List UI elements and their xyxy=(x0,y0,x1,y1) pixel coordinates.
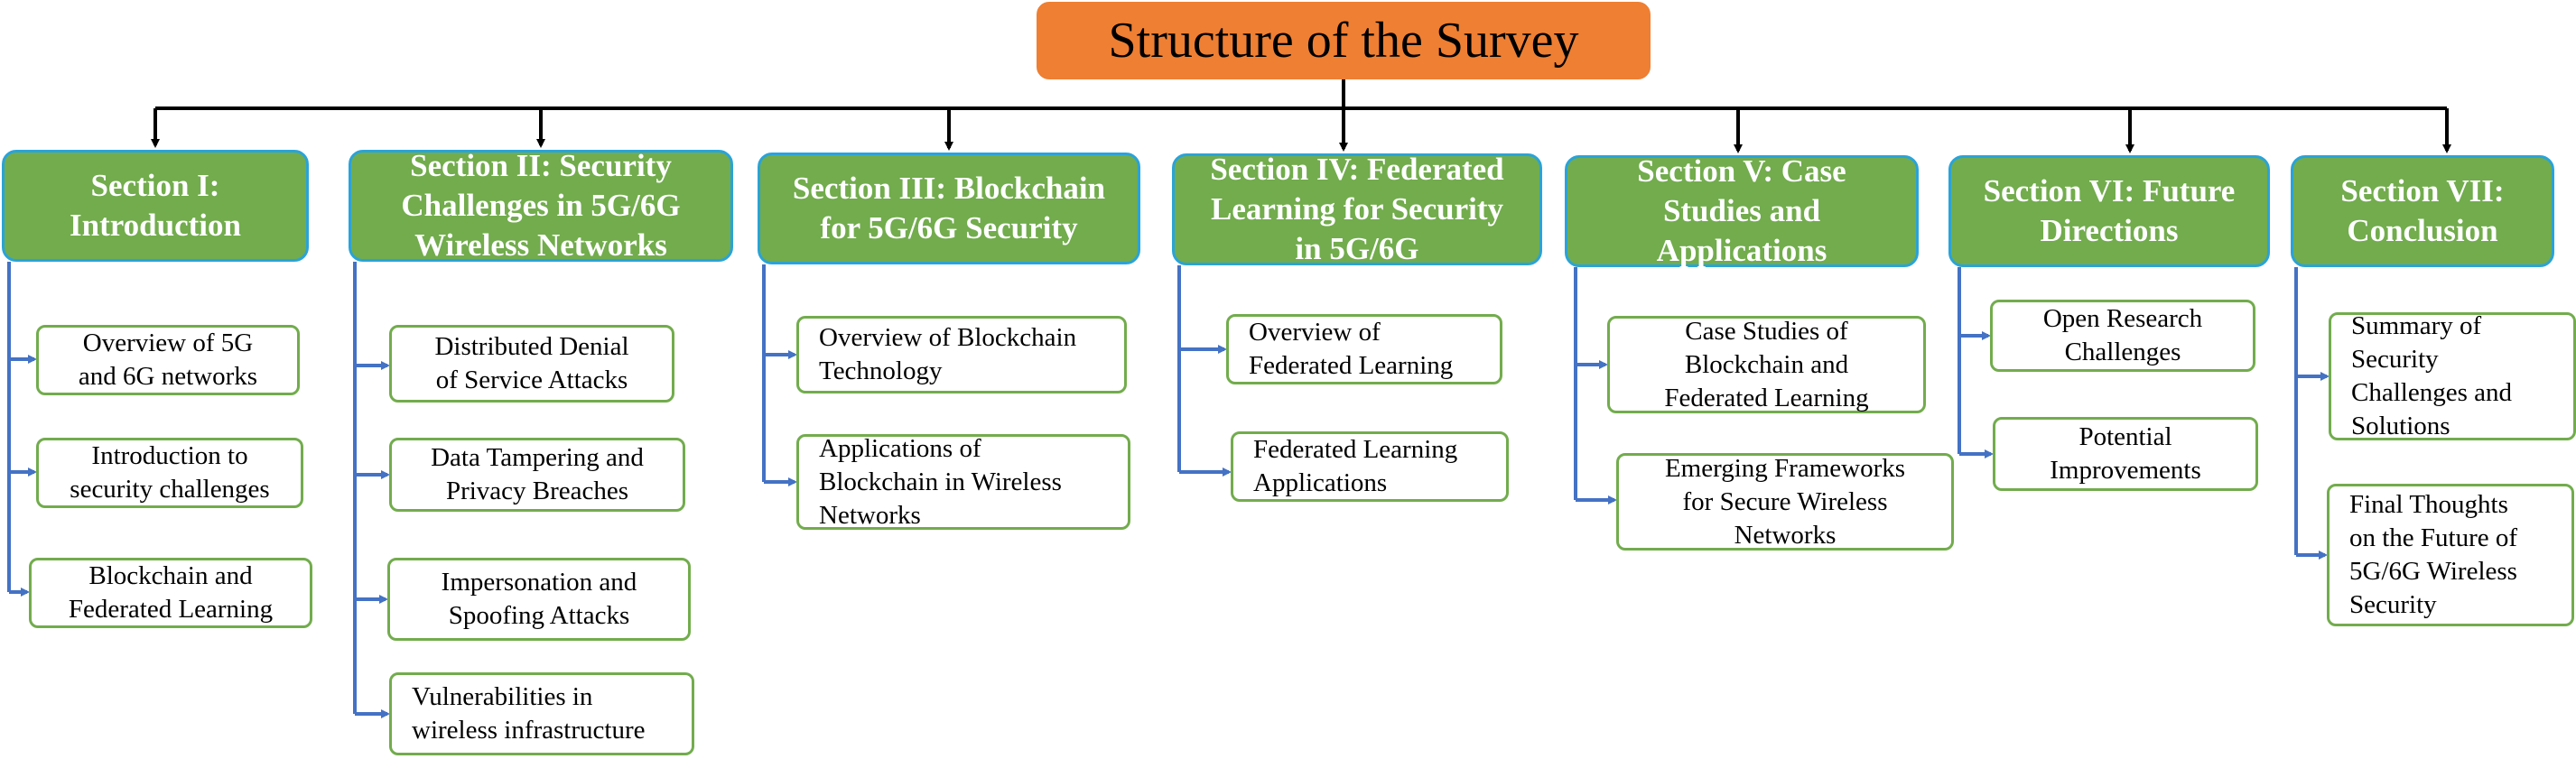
section-3-item-1: Overview of Blockchain Technology xyxy=(796,316,1127,393)
section-4-item-2: Federated Learning Applications xyxy=(1231,431,1509,502)
section-1-header: Section I: Introduction xyxy=(2,150,309,262)
section-5-header: Section V: Case Studies and Applications xyxy=(1565,153,1919,268)
section-7-item-1: Summary of Security Challenges and Solut… xyxy=(2329,311,2576,440)
section-2-header: Section II: Security Challenges in 5G/6G… xyxy=(349,148,733,263)
section-6-header: Section VI: Future Directions xyxy=(1948,155,2270,267)
section-7-header: Section VII: Conclusion xyxy=(2291,155,2554,267)
section-1-item-2: Introduction to security challenges xyxy=(36,438,303,508)
section-2-item-2: Data Tampering and Privacy Breaches xyxy=(389,438,685,512)
section-1-item-1: Overview of 5G and 6G networks xyxy=(36,325,300,395)
section-4-header: Section IV: Federated Learning for Secur… xyxy=(1172,152,1542,266)
section-1-item-3: Blockchain and Federated Learning xyxy=(29,558,312,628)
section-7-item-2: Final Thoughts on the Future of 5G/6G Wi… xyxy=(2327,484,2574,626)
section-6-item-2: Potential Improvements xyxy=(1993,417,2258,491)
section-2-item-1: Distributed Denial of Service Attacks xyxy=(389,325,674,403)
section-2-item-4: Vulnerabilities in wireless infrastructu… xyxy=(389,672,694,755)
section-3-header: Section III: Blockchain for 5G/6G Securi… xyxy=(758,153,1140,264)
section-6-item-1: Open Research Challenges xyxy=(1990,300,2255,372)
section-5-item-1: Case Studies of Blockchain and Federated… xyxy=(1607,316,1926,413)
section-3-item-2: Applications of Blockchain in Wireless N… xyxy=(796,434,1130,530)
section-5-item-2: Emerging Frameworks for Secure Wireless … xyxy=(1616,453,1954,551)
diagram-title: Structure of the Survey xyxy=(1037,2,1651,79)
section-2-item-3: Impersonation and Spoofing Attacks xyxy=(387,558,691,641)
section-4-item-1: Overview of Federated Learning xyxy=(1226,314,1502,384)
